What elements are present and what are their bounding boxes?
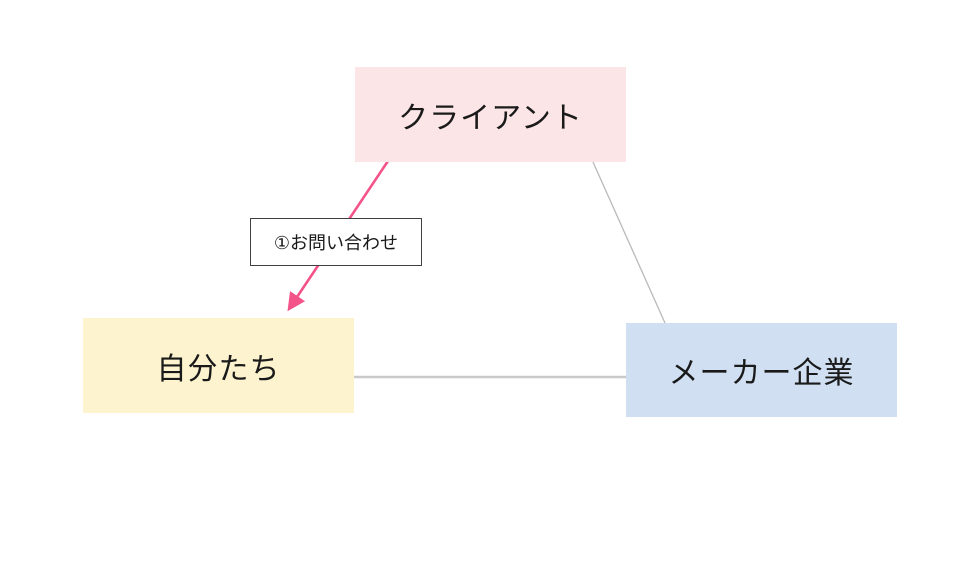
connector-client-maker [592,161,666,324]
node-ourselves[interactable]: 自分たち [83,318,354,413]
node-client[interactable]: クライアント [355,67,626,162]
edge-label-text: ①お問い合わせ [273,233,399,253]
node-ourselves-label: 自分たち [156,352,281,386]
node-client-label: クライアント [398,101,583,135]
edge-label-box[interactable]: ①お問い合わせ [250,218,422,266]
node-maker[interactable]: メーカー企業 [626,323,897,417]
node-maker-label: メーカー企業 [668,357,855,390]
